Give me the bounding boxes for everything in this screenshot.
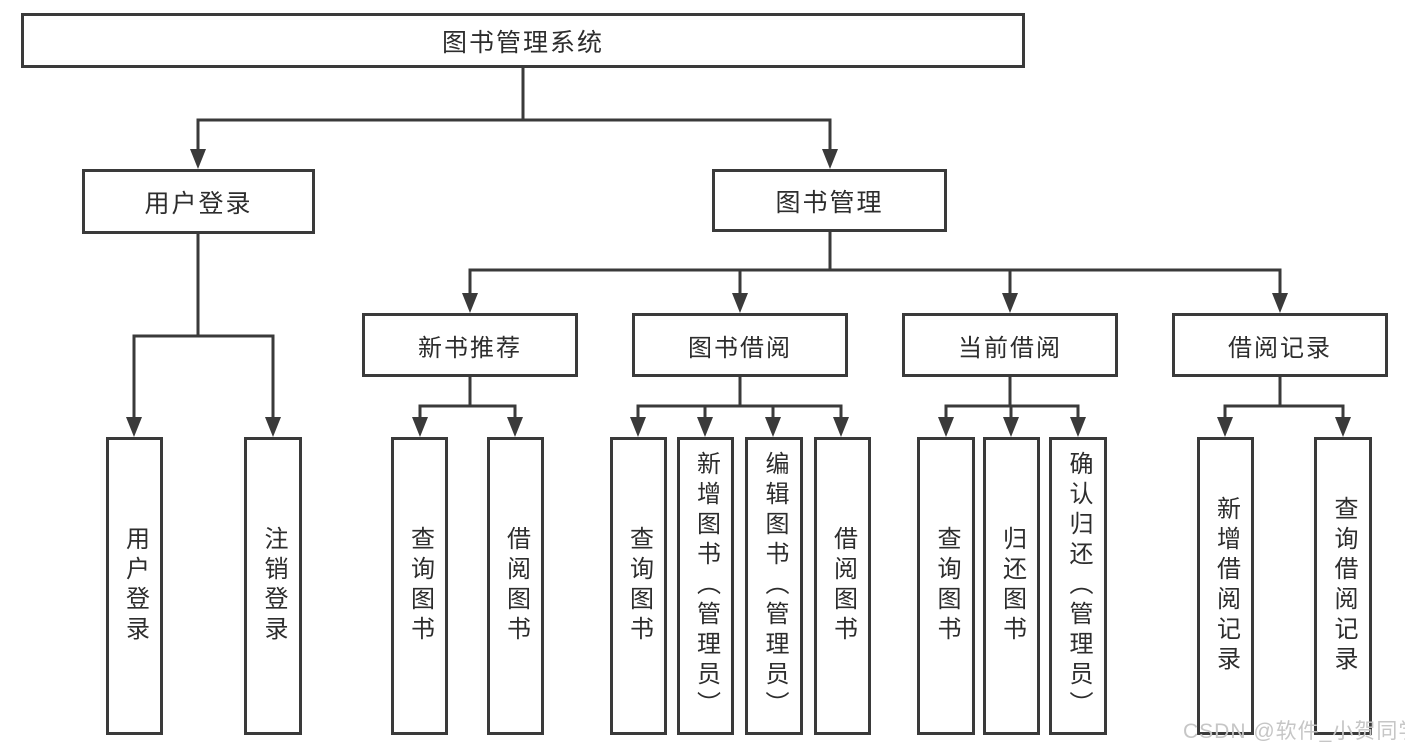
leaf-edit-book-admin-label: 编辑图书（管理员） (761, 451, 788, 721)
arrow-book-borrow (732, 293, 748, 313)
node-root: 图书管理系统 (21, 13, 1025, 68)
leaf-recommend-borrow-book: 借阅图书 (487, 437, 544, 735)
node-book-management: 图书管理 (712, 169, 947, 232)
leaf-query-borrow-record-label: 查询借阅记录 (1330, 496, 1357, 676)
arrow-current-borrow (1002, 293, 1018, 313)
arrow-leaf-add-record (1217, 417, 1233, 437)
arrow-leaf-current-query (938, 417, 954, 437)
leaf-logout-label: 注销登录 (260, 526, 287, 646)
arrow-leaf-recommend-borrow (507, 417, 523, 437)
node-current-borrow-label: 当前借阅 (958, 334, 1062, 362)
arrow-leaf-borrow-query (630, 417, 646, 437)
leaf-recommend-query-book-label: 查询图书 (406, 526, 434, 646)
arrow-leaf-borrow-borrow (833, 417, 849, 437)
leaf-logout: 注销登录 (244, 437, 302, 735)
arrow-user-login (190, 149, 206, 169)
leaf-borrow-query-book: 查询图书 (610, 437, 667, 735)
leaf-recommend-query-book: 查询图书 (391, 437, 448, 735)
leaf-add-borrow-record-label: 新增借阅记录 (1212, 496, 1240, 676)
arrow-leaf-user-login (126, 417, 142, 437)
arrow-leaf-return-book (1003, 417, 1019, 437)
edge-root-split (196, 118, 832, 151)
arrow-leaf-confirm-return (1070, 417, 1086, 437)
node-current-borrow: 当前借阅 (902, 313, 1118, 377)
csdn-watermark: CSDN @软件_小贺同学 (1183, 720, 1405, 743)
leaf-borrow-borrow-book-label: 借阅图书 (829, 526, 857, 646)
leaf-return-book-label: 归还图书 (998, 526, 1026, 646)
arrow-new-book-recommend (462, 293, 478, 313)
arrow-leaf-query-record (1335, 417, 1351, 437)
arrow-borrow-records (1272, 293, 1288, 313)
node-new-book-recommend-label: 新书推荐 (418, 334, 522, 362)
node-user-login-label: 用户登录 (144, 189, 253, 218)
leaf-return-book: 归还图书 (983, 437, 1040, 735)
edge-borrow-split (636, 404, 843, 419)
leaf-user-login-label: 用户登录 (121, 526, 149, 646)
leaf-current-query-book-label: 查询图书 (933, 526, 960, 646)
edge-recommend-split (418, 404, 517, 419)
node-user-login: 用户登录 (82, 169, 315, 234)
arrow-leaf-logout (265, 417, 281, 437)
leaf-confirm-return-admin: 确认归还（管理员） (1049, 437, 1107, 735)
leaf-confirm-return-admin-label: 确认归还（管理员） (1065, 451, 1092, 721)
leaf-add-book-admin-label: 新增图书（管理员） (692, 451, 720, 721)
edge-current-split (944, 404, 1080, 419)
leaf-user-login: 用户登录 (106, 437, 163, 735)
node-new-book-recommend: 新书推荐 (362, 313, 578, 377)
leaf-edit-book-admin: 编辑图书（管理员） (745, 437, 803, 735)
node-book-borrow-label: 图书借阅 (688, 334, 792, 362)
leaf-current-query-book: 查询图书 (917, 437, 975, 735)
edge-records-split (1223, 404, 1345, 419)
arrow-leaf-add-book (697, 417, 713, 437)
leaf-query-borrow-record: 查询借阅记录 (1314, 437, 1372, 735)
leaf-borrow-query-book-label: 查询图书 (625, 526, 653, 646)
edge-user-login-split (132, 334, 275, 419)
node-book-management-label: 图书管理 (775, 188, 884, 217)
arrow-leaf-edit-book (765, 417, 781, 437)
node-borrow-records-label: 借阅记录 (1228, 334, 1332, 362)
leaf-recommend-borrow-book-label: 借阅图书 (502, 526, 530, 646)
arrow-leaf-recommend-query (412, 417, 428, 437)
node-book-borrow: 图书借阅 (632, 313, 848, 377)
node-borrow-records: 借阅记录 (1172, 313, 1388, 377)
leaf-add-borrow-record: 新增借阅记录 (1197, 437, 1254, 735)
leaf-add-book-admin: 新增图书（管理员） (677, 437, 734, 735)
node-root-label: 图书管理系统 (441, 28, 604, 57)
arrow-book-management (822, 149, 838, 169)
edge-book-management-split (468, 268, 1282, 295)
leaf-borrow-borrow-book: 借阅图书 (814, 437, 871, 735)
